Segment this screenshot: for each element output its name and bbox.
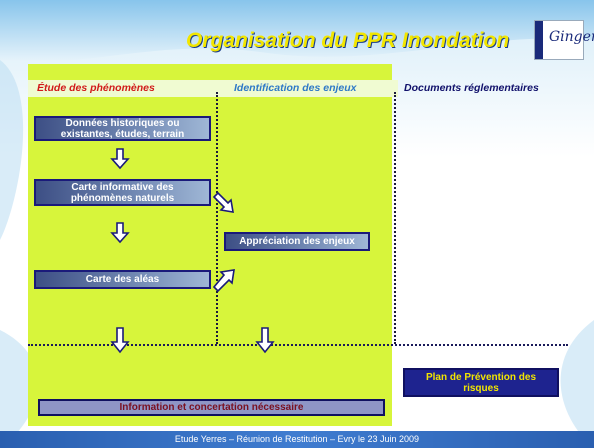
footer-bar: Etude Yerres – Réunion de Restitution – … <box>0 431 594 448</box>
plan-line-2: risques <box>463 382 499 394</box>
column-header-phenomenes: Étude des phénomènes <box>37 82 155 94</box>
column-divider-1 <box>216 92 218 344</box>
logo-text: Ginger <box>549 29 594 45</box>
donnees-historiques-box: Données historiques ou existantes, étude… <box>34 116 211 141</box>
information-label: Information et concertation nécessaire <box>119 402 304 413</box>
donnees-line-2: existantes, études, terrain <box>60 128 185 140</box>
carte-info-line-2: phénomènes naturels <box>70 192 175 204</box>
donnees-line-1: Données historiques ou <box>65 117 180 129</box>
plan-prevention-box: Plan de Prévention des risques <box>403 368 559 397</box>
plan-line-1: Plan de Prévention des <box>425 371 537 383</box>
header-strip <box>28 80 398 97</box>
appreciation-label: Appréciation des enjeux <box>239 236 355 247</box>
column-header-enjeux: Identification des enjeux <box>234 82 357 94</box>
carte-info-line-1: Carte informative des <box>71 181 174 193</box>
ginger-logo: Ginger <box>534 20 594 60</box>
section-divider <box>28 344 568 346</box>
column-header-documents: Documents réglementaires <box>404 82 539 94</box>
slide-title: Organisation du PPR Inondation <box>186 29 510 52</box>
appreciation-enjeux-box: Appréciation des enjeux <box>224 232 370 251</box>
logo-side-stripe <box>535 21 543 59</box>
column-divider-2 <box>394 92 396 344</box>
carte-informative-box: Carte informative des phénomènes naturel… <box>34 179 211 206</box>
carte-aleas-box: Carte des aléas <box>34 270 211 289</box>
carte-aleas-label: Carte des aléas <box>85 274 160 285</box>
information-concertation-box: Information et concertation nécessaire <box>38 399 385 416</box>
